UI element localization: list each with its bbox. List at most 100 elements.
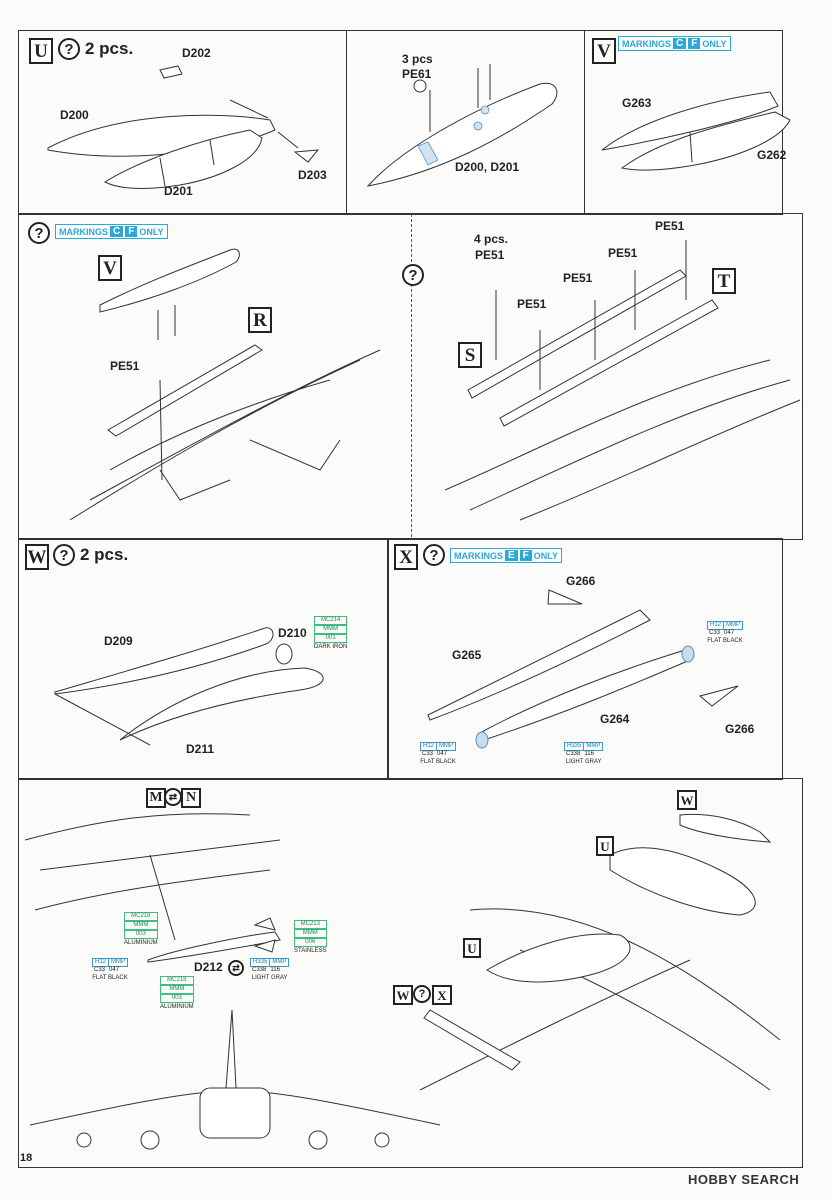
panel-second-row bbox=[18, 213, 803, 540]
paint-n: 116 bbox=[584, 751, 594, 757]
markings-label: MARKINGS bbox=[622, 38, 671, 49]
optional-help-icon-x: ? bbox=[423, 544, 445, 566]
paint-mmp: MMP bbox=[436, 743, 455, 750]
marking-key-f: F bbox=[125, 226, 138, 237]
paint-code: MC213 bbox=[294, 920, 327, 929]
part-pe61: PE61 bbox=[402, 67, 432, 81]
step-letter-x: X bbox=[394, 544, 418, 570]
markings-badge-v: MARKINGS C F ONLY bbox=[618, 36, 731, 51]
paint-mmp: MMP bbox=[269, 959, 288, 966]
markings-badge-x: MARKINGS E F ONLY bbox=[450, 548, 562, 563]
part-g262: G262 bbox=[757, 148, 787, 162]
part-g266-top: G266 bbox=[566, 574, 596, 588]
paint-number: 003 bbox=[124, 930, 158, 939]
paint-number: 006 bbox=[294, 938, 327, 947]
optional-help-icon-v-install: ? bbox=[28, 222, 50, 244]
step-letter-w: W bbox=[25, 544, 49, 570]
aircraft-front-view bbox=[29, 1009, 441, 1150]
optional-help-icon-st: ? bbox=[402, 264, 424, 286]
paint-h: H12 bbox=[95, 959, 107, 965]
paint-mmp: MMP bbox=[108, 959, 127, 966]
paint-aluminium-1: MC218 MMM 003 ALUMINIUM bbox=[124, 912, 158, 947]
paint-name: ALUMINIUM bbox=[160, 1004, 194, 1010]
paint-h: H12 bbox=[710, 622, 722, 628]
part-pe51-v: PE51 bbox=[110, 359, 140, 373]
paint-c: C33 bbox=[422, 751, 434, 757]
panel-third-row-right bbox=[387, 538, 783, 780]
paint-code: MC218 bbox=[124, 912, 158, 921]
optional-help-icon-w: ? bbox=[53, 544, 75, 566]
part-pe51-1: PE51 bbox=[475, 248, 505, 262]
paint-brand: MMM bbox=[314, 625, 348, 634]
part-d202: D202 bbox=[182, 46, 211, 60]
paint-h: H335 bbox=[253, 959, 268, 965]
part-d211: D211 bbox=[186, 742, 215, 756]
step-letter-u: U bbox=[29, 38, 53, 64]
aircraft-underside-view bbox=[419, 813, 781, 1091]
rail-letter-t: T bbox=[712, 268, 736, 294]
panel-third-row-left bbox=[18, 538, 389, 780]
paint-mmp: MMP bbox=[723, 622, 742, 629]
paint-h: H335 bbox=[567, 743, 582, 749]
paint-name: ALUMINIUM bbox=[124, 940, 158, 946]
paint-name: DARK IRON bbox=[314, 644, 348, 650]
marking-key-c: C bbox=[673, 38, 687, 49]
paint-n: 047 bbox=[724, 630, 735, 636]
paint-code: MC218 bbox=[160, 976, 194, 985]
markings-label: MARKINGS bbox=[454, 550, 503, 561]
paint-c: C338 bbox=[252, 967, 267, 973]
part-g264: G264 bbox=[600, 712, 630, 726]
hobby-search-logo: HOBBY SEARCH bbox=[688, 1172, 800, 1187]
markings-only: ONLY bbox=[702, 38, 727, 49]
part-g266-bottom: G266 bbox=[725, 722, 755, 736]
step-letter-n: N bbox=[181, 788, 201, 808]
panel-divider-2 bbox=[584, 30, 585, 213]
swap-icon-d212: ⇄ bbox=[228, 960, 244, 976]
paint-brand: MMM bbox=[160, 985, 194, 994]
paint-mmp: MMP bbox=[583, 743, 602, 750]
optional-help-icon-final: ? bbox=[413, 985, 431, 1003]
paint-number: 003 bbox=[160, 994, 194, 1003]
part-pe51-3: PE51 bbox=[563, 271, 593, 285]
part-d200: D200 bbox=[60, 108, 89, 122]
paint-brand: MMM bbox=[294, 929, 327, 938]
part-d210: D210 bbox=[278, 626, 307, 640]
paint-brand: MMM bbox=[124, 921, 158, 930]
optional-divider bbox=[411, 214, 412, 537]
paint-name: FLAT BLACK bbox=[420, 759, 456, 765]
part-pe51-2: PE51 bbox=[517, 297, 547, 311]
paint-c: C33 bbox=[709, 630, 721, 636]
paint-n: 047 bbox=[437, 751, 448, 757]
qty-u: 2 pcs. bbox=[85, 39, 134, 58]
paint-dark-iron: MC214 MMM 001 DARK IRON bbox=[314, 616, 348, 651]
pod-drawing-u bbox=[47, 65, 320, 189]
final-letter-u-top: U bbox=[596, 836, 614, 856]
final-letter-x: X bbox=[432, 985, 452, 1005]
rail-letter-s: S bbox=[458, 342, 482, 368]
rail-letter-r: R bbox=[248, 307, 272, 333]
paint-h: H12 bbox=[423, 743, 435, 749]
missile-drawing-mn bbox=[24, 813, 281, 963]
part-pe51-4: PE51 bbox=[608, 246, 638, 260]
markings-label: MARKINGS bbox=[59, 226, 108, 237]
pod-drawing-w bbox=[54, 627, 324, 746]
swap-icon: ⇄ bbox=[164, 788, 182, 806]
markings-badge-v-install: MARKINGS C F ONLY bbox=[55, 224, 168, 239]
final-letter-w: W bbox=[677, 790, 697, 810]
marking-key-f: F bbox=[688, 38, 701, 49]
paint-name: LIGHT GRAY bbox=[251, 975, 288, 981]
install-drawing-v bbox=[69, 248, 381, 521]
part-d212: D212 bbox=[194, 960, 223, 974]
paint-c: C33 bbox=[94, 967, 106, 973]
final-letter-w2: W bbox=[393, 985, 413, 1005]
paint-code: MC214 bbox=[314, 616, 348, 625]
paint-name: FLAT BLACK bbox=[92, 975, 128, 981]
qty-pe61: 3 pcs bbox=[402, 52, 433, 66]
part-pe51-5: PE51 bbox=[655, 219, 685, 233]
